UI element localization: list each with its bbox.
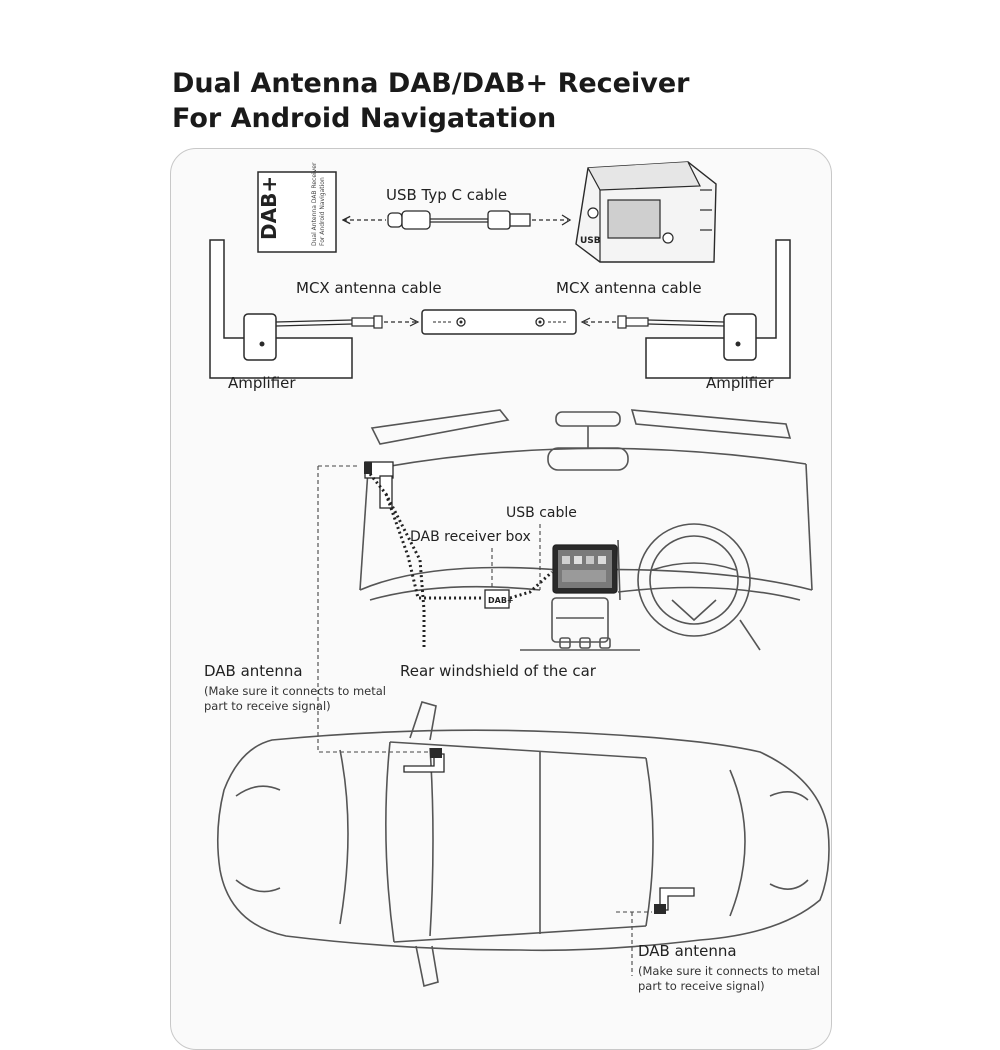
usb-typ-c-cable-label: USB Typ C cable [386, 186, 508, 204]
top-view-antenna-left [403, 748, 445, 773]
usb-cable-label: USB cable [506, 505, 577, 521]
amplifier-left-label: Amplifier [228, 374, 296, 392]
dab-receiver-box-label: DAB receiver box [410, 529, 531, 545]
mcx-cable-left-label: MCX antenna cable [296, 279, 442, 297]
mcx-cable-right-label: MCX antenna cable [556, 279, 702, 297]
interior-antenna [364, 461, 394, 509]
dab-antenna-left-label: DAB antenna [204, 662, 303, 680]
left-antenna-amplifier [209, 239, 420, 379]
dab-package-box: DAB+ Dual Antenna DAB Receiver For Andro… [257, 162, 337, 253]
dab-antenna-right-note-line-2: part to receive signal) [638, 979, 765, 993]
installation-diagram: DAB+ Dual Antenna DAB Receiver For Andro… [209, 161, 830, 988]
head-unit-illustration: USB [575, 161, 717, 263]
dab-antenna-right-label: DAB antenna [638, 942, 737, 960]
package-side-text-2: For Android Navigation [319, 177, 326, 246]
title-line-1: Dual Antenna DAB/DAB+ Receiver [172, 68, 690, 99]
dab-antenna-left-note-line-2: part to receive signal) [204, 699, 331, 713]
dab-logo-icon: DAB+ [257, 176, 281, 240]
leader-lines [317, 465, 633, 976]
usb-c-cable-illustration [343, 210, 572, 230]
interior-navigation-screen [552, 544, 618, 594]
dab-antenna-left-note: (Make sure it connects to metal part to … [204, 684, 386, 714]
amplifier-right-label: Amplifier [706, 374, 774, 392]
right-antenna-amplifier [580, 239, 791, 379]
package-logo-text: DAB+ [257, 176, 281, 240]
page-title: Dual Antenna DAB/DAB+ Receiver For Andro… [172, 66, 689, 136]
package-side-text-1: Dual Antenna DAB Receiver [311, 162, 318, 246]
car-top-view-illustration [216, 701, 830, 988]
interior-dab-box-logo: DAB+ [488, 596, 514, 605]
top-view-antenna-right [616, 887, 695, 914]
interior-dab-box: DAB+ [484, 589, 514, 609]
dab-antenna-left-note-line-1: (Make sure it connects to metal [204, 684, 387, 698]
title-line-2: For Android Navigatation [172, 103, 557, 134]
dab-antenna-right-note: (Make sure it connects to metal part to … [638, 964, 820, 994]
head-unit-usb-label: USB [580, 236, 601, 246]
receiver-box-illustration [421, 309, 577, 335]
dab-antenna-right-note-line-1: (Make sure it connects to metal [638, 964, 821, 978]
rear-windshield-label: Rear windshield of the car [400, 662, 596, 680]
